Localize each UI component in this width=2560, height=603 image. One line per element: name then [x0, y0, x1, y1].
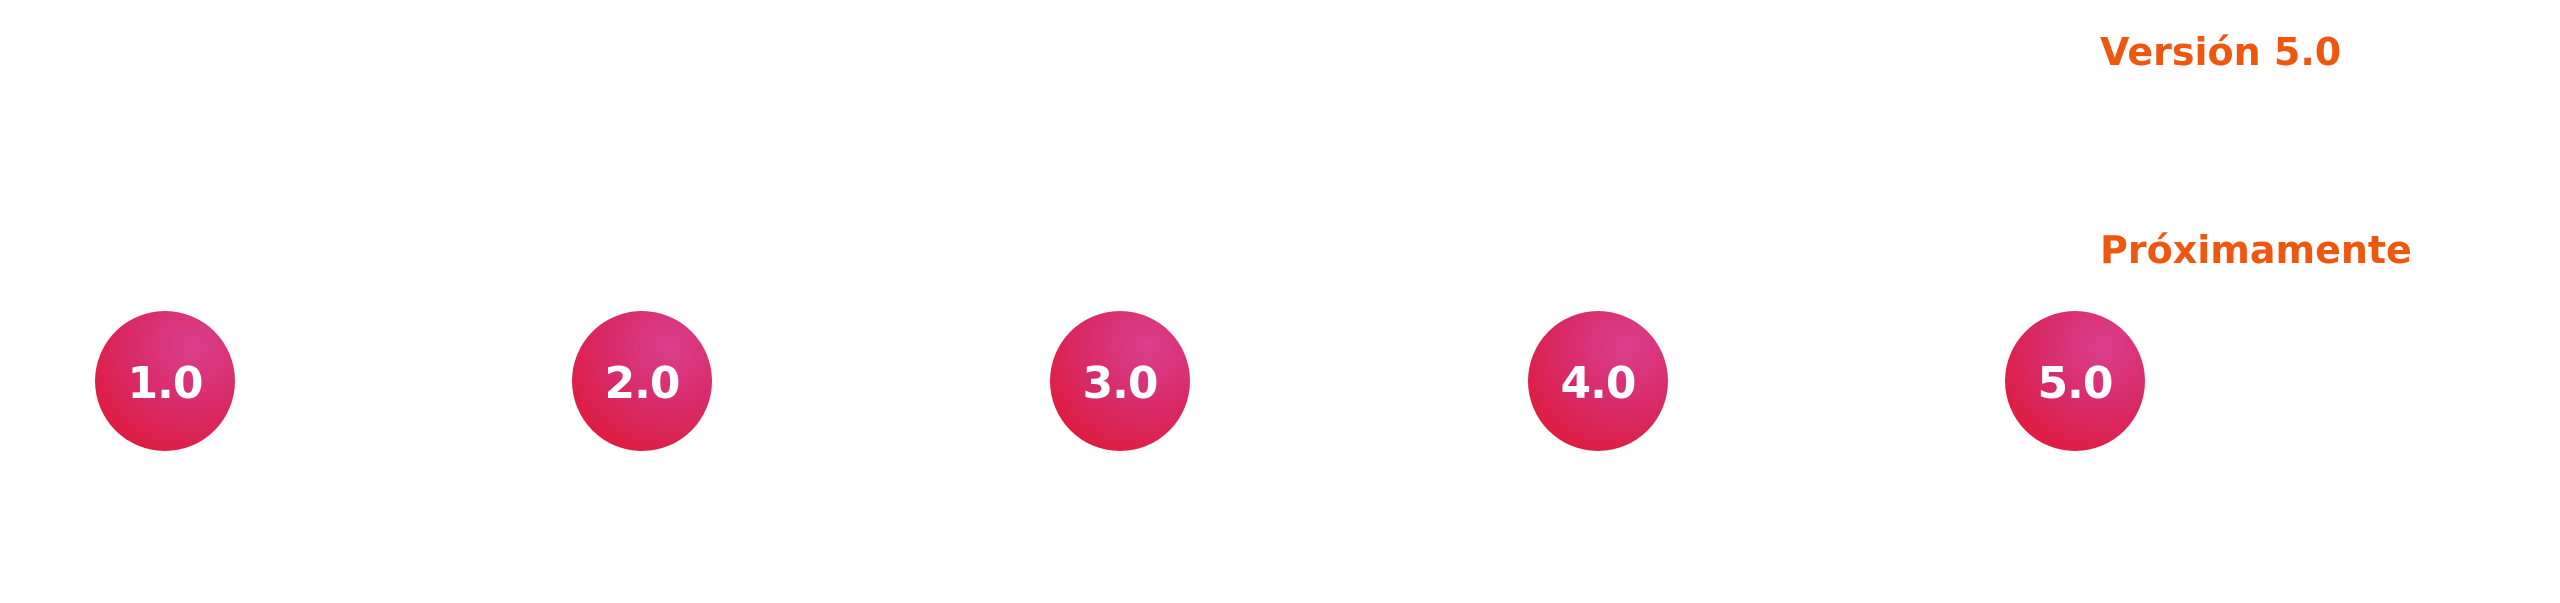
- version-circle-1[interactable]: 1.0: [95, 311, 235, 451]
- coming-soon-heading: Próximamente: [2100, 228, 2412, 272]
- version-circle-5[interactable]: 5.0: [2005, 311, 2145, 451]
- current-version-heading: Versión 5.0: [2100, 30, 2342, 74]
- version-circle-2[interactable]: 2.0: [572, 311, 712, 451]
- version-label: 4.0: [1560, 357, 1637, 409]
- faint-text-block: [150, 40, 450, 270]
- version-label: 1.0: [127, 357, 204, 409]
- version-circle-3[interactable]: 3.0: [1050, 311, 1190, 451]
- version-label: 5.0: [2037, 357, 2114, 409]
- version-label: 3.0: [1082, 357, 1159, 409]
- version-circle-4[interactable]: 4.0: [1528, 311, 1668, 451]
- version-label: 2.0: [604, 357, 681, 409]
